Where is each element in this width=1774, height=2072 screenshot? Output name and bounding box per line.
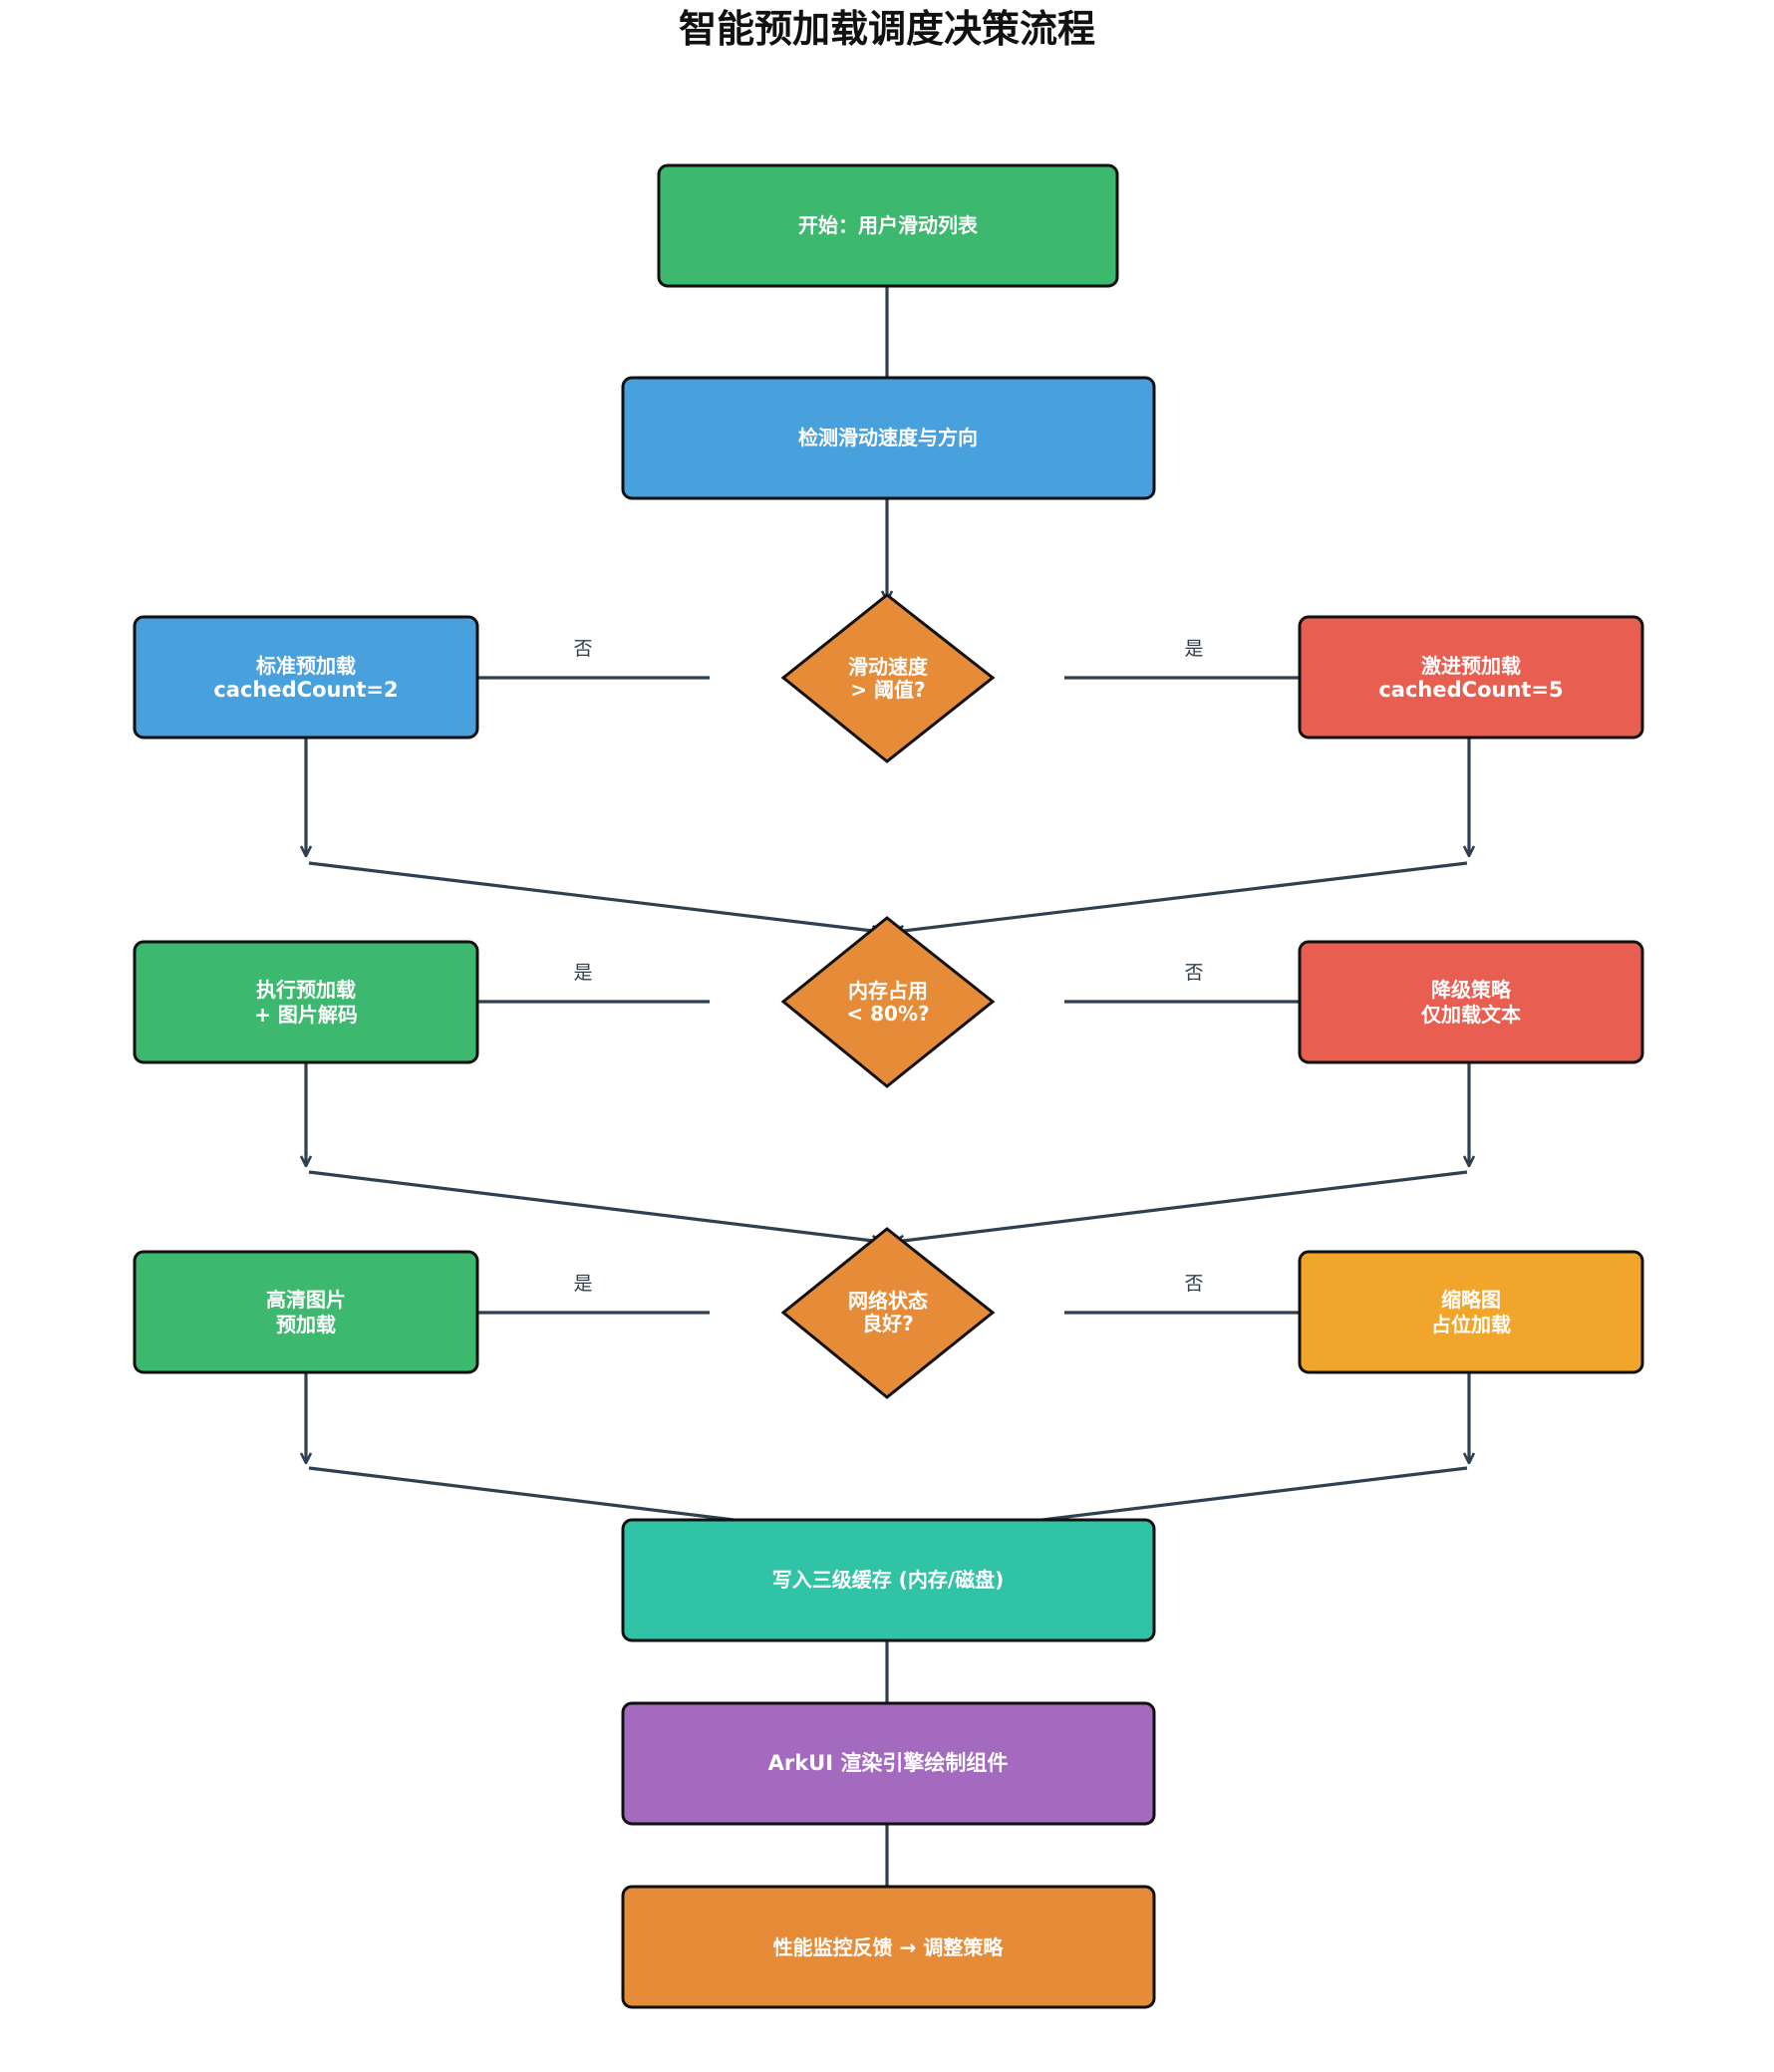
node-standard-line1: 标准预加载 [256,654,356,678]
decision-speed-line2: > 阈值? [850,678,925,702]
node-standard-preload: 标准预加载 cachedCount=2 [133,615,479,740]
node-execute-preload: 执行预加载 + 图片解码 [133,940,479,1064]
node-hd-line1: 高清图片 [266,1288,346,1312]
node-degrade-line2: 仅加载文本 [1421,1003,1521,1027]
edge-label-network-no: 否 [1184,1273,1203,1295]
node-render: ArkUI 渲染引擎绘制组件 [621,1701,1156,1826]
edge-label-memory-yes: 是 [573,962,592,984]
edges [306,286,1469,1899]
node-feedback-label: 性能监控反馈 → 调整策略 [773,1935,1005,1959]
edge-label-speed-no: 否 [573,638,592,660]
node-start-label: 开始：用户滑动列表 [798,213,979,237]
node-degrade-line1: 降级策略 [1431,978,1512,1002]
node-aggressive-line1: 激进预加载 [1421,654,1521,678]
node-thumbnail-line1: 缩略图 [1441,1288,1501,1312]
node-execute-line1: 执行预加载 [256,978,356,1002]
decision-network: 网络状态 良好? [780,1227,996,1399]
decision-network-line1: 网络状态 [848,1289,928,1313]
node-feedback: 性能监控反馈 → 调整策略 [621,1885,1156,2009]
decision-speed: 滑动速度 > 阈值? [780,593,996,763]
edge-merge2-left [308,1170,881,1242]
node-render-label: ArkUI 渲染引擎绘制组件 [768,1751,1009,1775]
edge-label-memory-no: 否 [1184,962,1203,984]
node-hd-preload: 高清图片 预加载 [133,1250,479,1374]
node-detect-label: 检测滑动速度与方向 [798,426,978,449]
node-cache-label: 写入三级缓存 (内存/磁盘) [772,1568,1005,1592]
node-thumbnail: 缩略图 占位加载 [1298,1250,1644,1374]
node-degrade: 降级策略 仅加载文本 [1298,940,1644,1064]
node-aggressive-preload: 激进预加载 cachedCount=5 [1298,615,1644,740]
diagram-title: 智能预加载调度决策流程 [679,6,1095,51]
node-start: 开始：用户滑动列表 [657,163,1119,288]
node-cache: 写入三级缓存 (内存/磁盘) [621,1518,1156,1642]
edge-merge2-right [895,1170,1468,1242]
edge-merge1-right [895,861,1468,932]
decision-network-line2: 良好? [862,1312,914,1335]
decision-speed-line1: 滑动速度 [848,655,929,679]
decision-memory-line1: 内存占用 [848,979,928,1003]
node-hd-line2: 预加载 [276,1313,336,1336]
edge-merge1-left [308,861,881,932]
node-aggressive-line2: cachedCount=5 [1378,678,1563,702]
edge-label-speed-yes: 是 [1184,638,1203,660]
node-thumbnail-line2: 占位加载 [1431,1313,1511,1336]
edge-labels: 否 是 是 否 是 否 [573,638,1203,1295]
node-detect: 检测滑动速度与方向 [621,376,1156,500]
node-standard-line2: cachedCount=2 [213,678,398,702]
decision-memory-line2: < 80%? [846,1002,929,1026]
decision-memory: 内存占用 < 80%? [780,916,996,1088]
node-execute-line2: + 图片解码 [254,1003,358,1027]
edge-label-network-yes: 是 [573,1273,592,1295]
